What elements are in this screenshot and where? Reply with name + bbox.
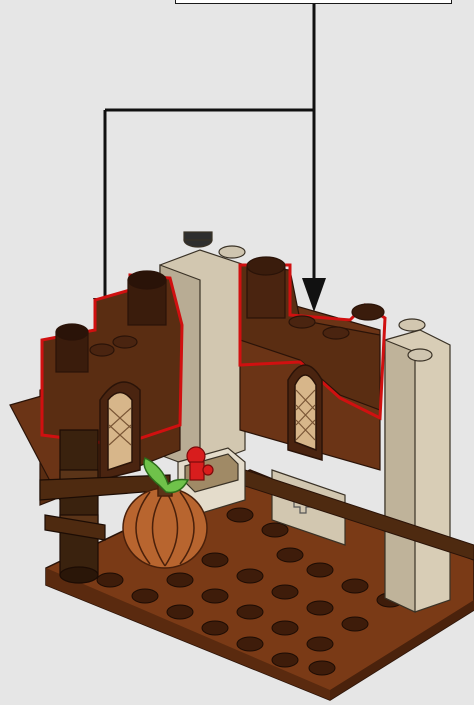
right-window	[288, 365, 322, 460]
arrow-down-icon	[302, 278, 326, 312]
left-window	[100, 382, 140, 480]
tan-pillar-right	[385, 319, 450, 612]
